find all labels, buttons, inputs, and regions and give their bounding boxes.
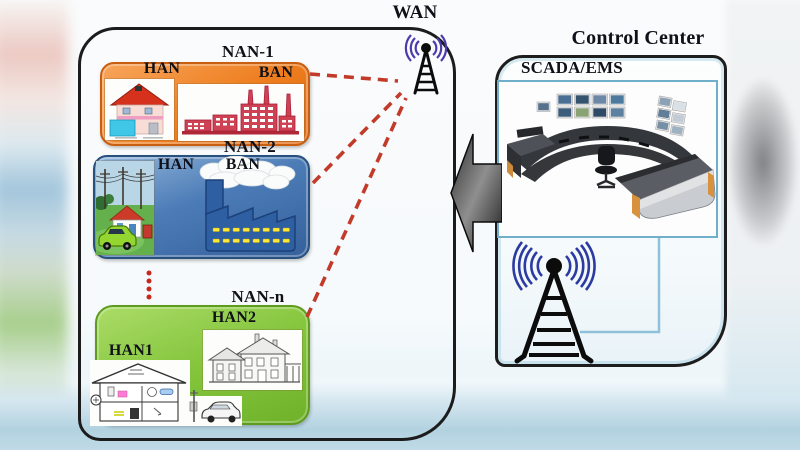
- nan-n-label: NAN-n: [231, 287, 285, 306]
- control-center-label: Control Center: [571, 27, 705, 49]
- nan2-ban-label: BAN: [225, 156, 261, 173]
- red-factory-icon: [182, 85, 299, 135]
- nan2-neighborhood-image: [96, 161, 154, 255]
- han-house-image: [105, 79, 174, 140]
- han1-label: HAN1: [108, 342, 154, 359]
- scada-ems-box: [497, 80, 718, 238]
- wan-label: WAN: [392, 2, 438, 23]
- nan1-han-label: HAN: [143, 60, 181, 77]
- han2-label: HAN2: [211, 309, 257, 326]
- nan2-han-label: HAN: [157, 156, 195, 173]
- nan2-label: NAN-2: [224, 137, 276, 156]
- house-3d-icon: [109, 83, 170, 139]
- ban-factory-image: [178, 84, 304, 141]
- nan1-label: NAN-1: [222, 42, 274, 61]
- han2-house-image: [203, 330, 302, 390]
- left-blur-band: [0, 0, 68, 450]
- right-blur-band: [726, 0, 800, 450]
- control-room-console-image: [507, 93, 716, 219]
- flow-arrow-icon: [450, 133, 502, 253]
- scada-ems-label: SCADA/EMS: [521, 58, 623, 77]
- neighborhood-icon: [96, 161, 154, 255]
- two-story-house-icon: [203, 330, 302, 390]
- nan1-ban-label: BAN: [258, 64, 294, 81]
